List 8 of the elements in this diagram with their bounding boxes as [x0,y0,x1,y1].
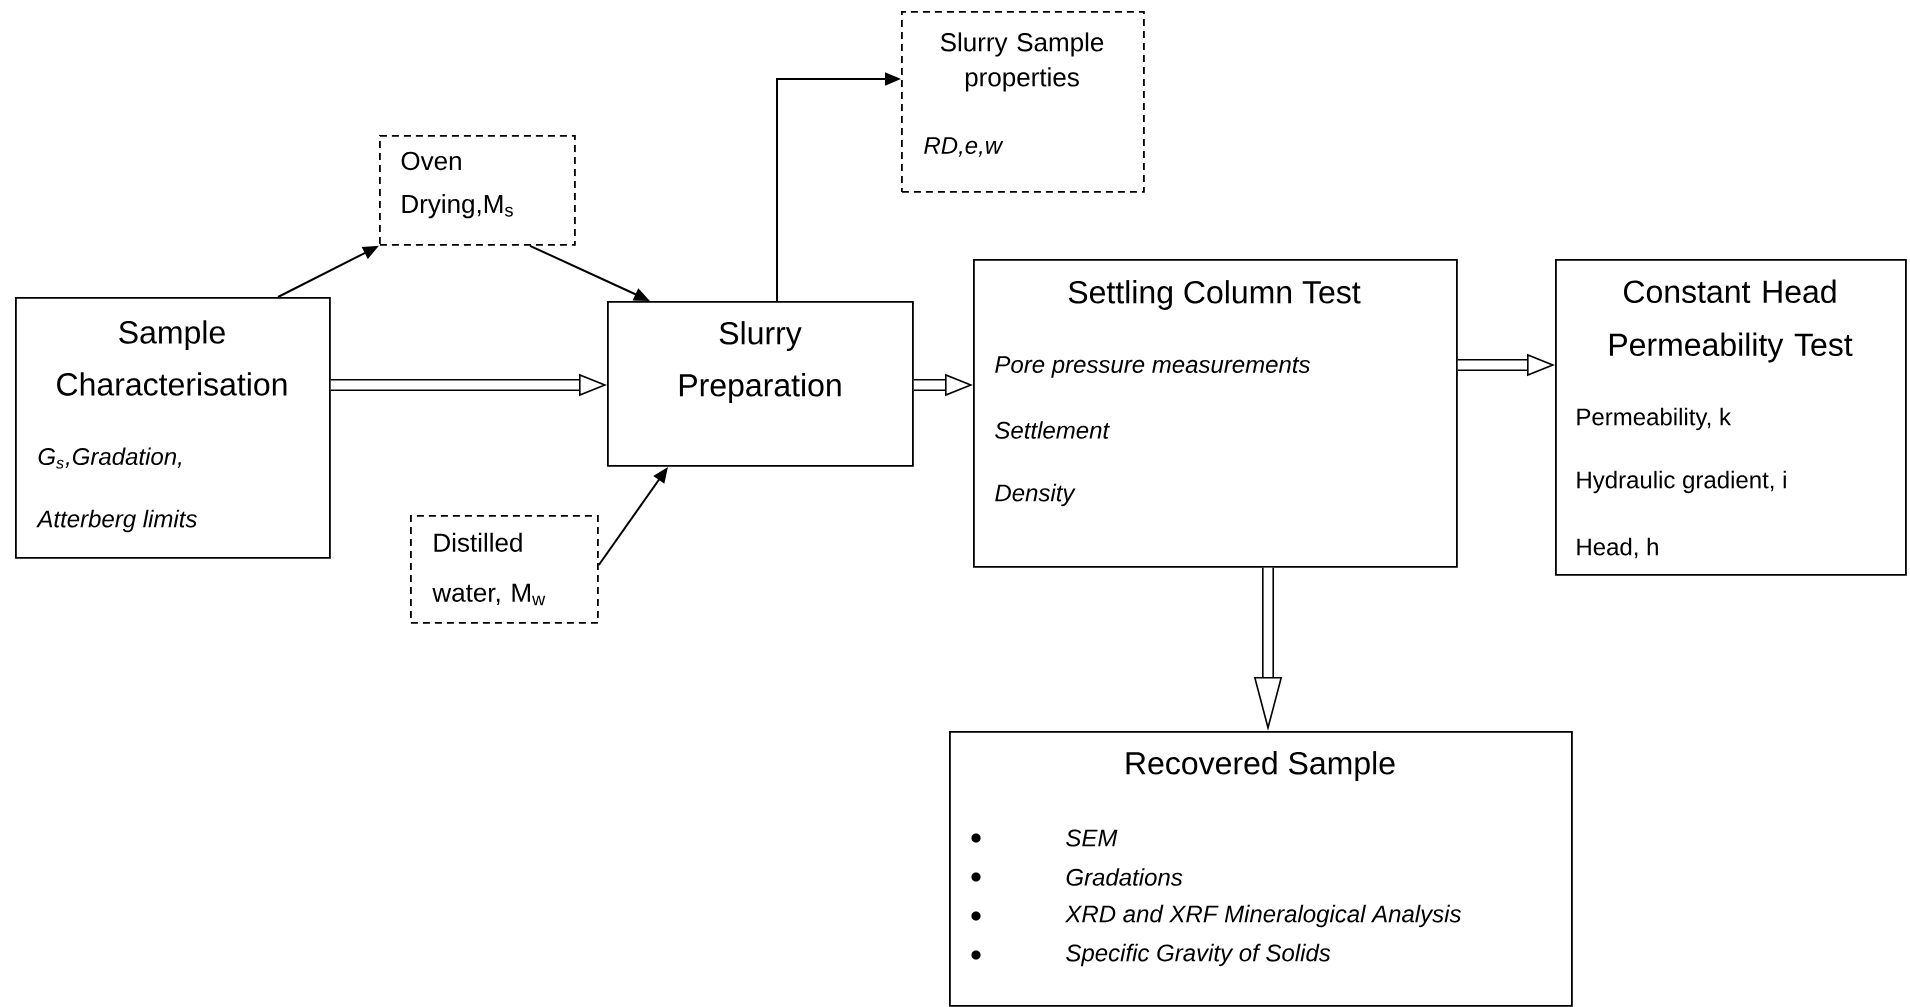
dashed-box: Oven Drying,M$_{s}$ [379,135,576,246]
process-box: Settling Column Test Pore pressure measurements Settlement Density [973,259,1458,568]
process-box: Sample Characterisation G$_{s}$,Gradation, Atterberg limits [15,297,331,559]
process-box: Slurry Preparation [607,301,914,467]
dashed-box: Distilled water, M$_{w}$ [410,515,599,624]
process-box: Constant Head Permeability Test Permeability, k Hydraulic gradient, i Head, h [1555,259,1907,576]
process-box: Recovered Sample SEM Gradations XRD and XRF Mineralogical Analysis Specific Gravity of Solids [949,731,1573,1007]
dashed-box: Slurry Sample properties RD,e,w [901,11,1145,193]
